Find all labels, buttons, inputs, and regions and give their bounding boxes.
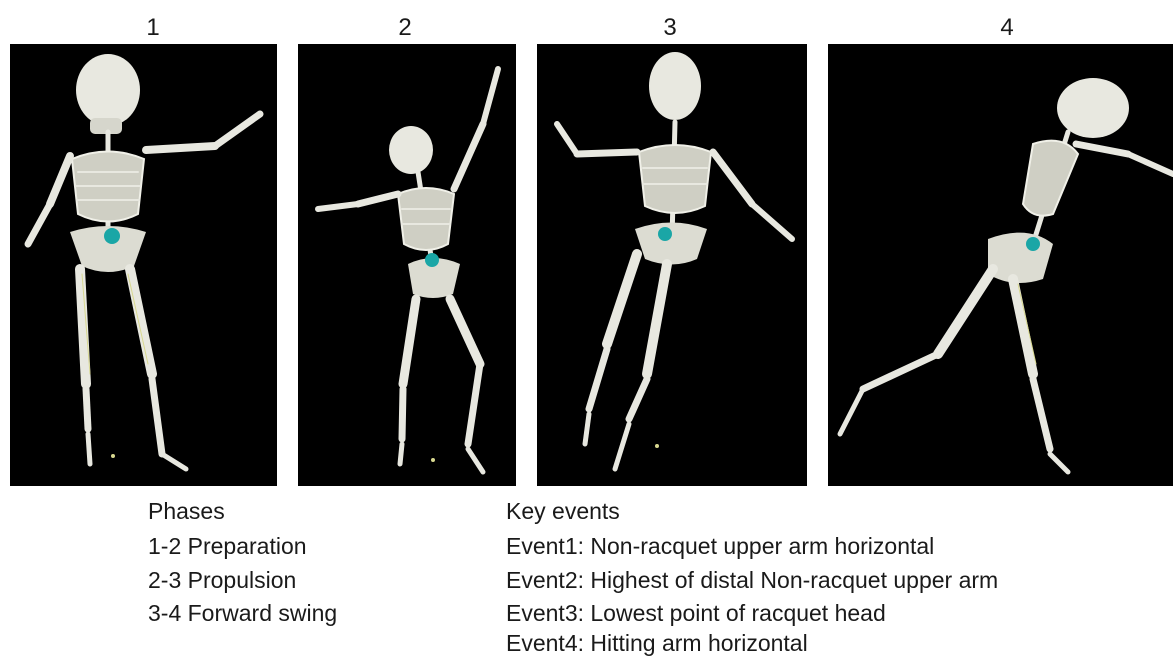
key-events-heading: Key events (506, 496, 620, 527)
event-item-2: Event2: Highest of distal Non-racquet up… (506, 565, 998, 596)
event-item-1: Event1: Non-racquet upper arm horizontal (506, 531, 934, 562)
phases-heading: Phases (148, 496, 225, 527)
event-item-4: Event4: Hitting arm horizontal (506, 628, 808, 659)
phase-item-1: 1-2 Preparation (148, 531, 307, 562)
skeleton-figure-3 (537, 44, 807, 486)
skeleton-panel-4 (828, 44, 1173, 486)
panel-number-4: 4 (987, 14, 1027, 42)
phase-item-3: 3-4 Forward swing (148, 598, 337, 629)
skeleton-panel-3 (537, 44, 807, 486)
skeleton-figure-2 (298, 44, 516, 486)
skeleton-panel-1 (10, 44, 277, 486)
panel-number-2: 2 (385, 14, 425, 42)
skeleton-figure-1 (10, 44, 277, 486)
phase-item-2: 2-3 Propulsion (148, 565, 296, 596)
panel-number-1: 1 (133, 14, 173, 42)
panel-number-3: 3 (650, 14, 690, 42)
event-item-3: Event3: Lowest point of racquet head (506, 598, 886, 629)
skeleton-panel-2 (298, 44, 516, 486)
skeleton-figure-4 (828, 44, 1173, 486)
